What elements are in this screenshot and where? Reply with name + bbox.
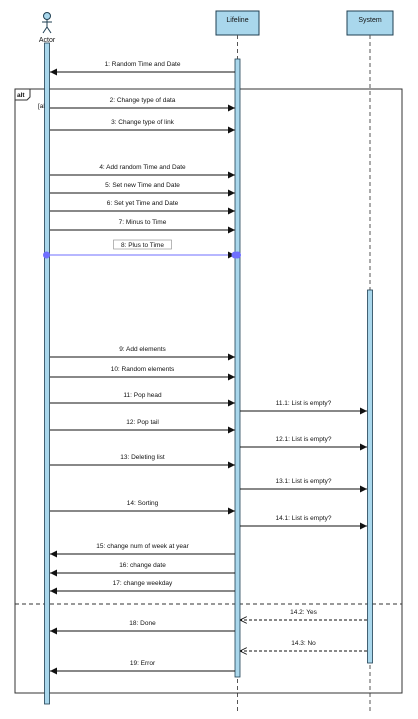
message-label: 7: Minus to Time bbox=[119, 219, 167, 226]
actor-activation-bar[interactable] bbox=[44, 42, 50, 705]
message-19[interactable]: 15: change num of week at year bbox=[50, 543, 235, 558]
participant-header-box bbox=[215, 10, 260, 36]
fragment-frame bbox=[14, 88, 403, 694]
participant-actor[interactable]: Actor bbox=[39, 12, 56, 45]
message-4[interactable]: 4: Add random Time and Date bbox=[50, 164, 235, 179]
message-6[interactable]: 6: Set yet Time and Date bbox=[50, 200, 235, 215]
message-label: 19: Error bbox=[130, 660, 156, 667]
message-label: 8: Plus to Time bbox=[121, 242, 164, 249]
message-16[interactable]: 13.1: List is empty? bbox=[240, 478, 367, 493]
message-18[interactable]: 14.1: List is empty? bbox=[240, 515, 367, 530]
participant-system[interactable]: System bbox=[346, 10, 394, 36]
message-12[interactable]: 11.1: List is empty? bbox=[240, 400, 367, 415]
fragment-label-tab bbox=[14, 88, 31, 101]
message-label: 14.2: Yes bbox=[290, 609, 317, 616]
message-14[interactable]: 12.1: List is empty? bbox=[240, 436, 367, 451]
message-label: 14.3: No bbox=[291, 640, 316, 647]
message-label: 4: Add random Time and Date bbox=[99, 164, 186, 171]
message-20[interactable]: 16: change date bbox=[50, 562, 235, 577]
message-label: 3: Change type of link bbox=[111, 119, 175, 126]
message-label: 12: Pop tail bbox=[126, 419, 159, 426]
selection-handle[interactable] bbox=[234, 251, 241, 259]
message-label: 14: Sorting bbox=[127, 500, 159, 507]
message-label: 5: Set new Time and Date bbox=[105, 182, 180, 189]
message-9[interactable]: 9: Add elements bbox=[50, 346, 235, 361]
message-21[interactable]: 17: change weekday bbox=[50, 580, 235, 595]
message-label: 6: Set yet Time and Date bbox=[107, 200, 179, 207]
message-label: 9: Add elements bbox=[119, 346, 166, 353]
message-label: 13.1: List is empty? bbox=[276, 478, 332, 485]
message-17[interactable]: 14: Sorting bbox=[50, 500, 235, 515]
participant-lifeline[interactable]: Lifeline bbox=[215, 10, 260, 36]
message-11[interactable]: 11: Pop head bbox=[50, 392, 235, 407]
message-23[interactable]: 18: Done bbox=[50, 620, 235, 635]
message-label: 13: Deleting list bbox=[120, 454, 165, 461]
alt-fragment[interactable]: alt [alt] bbox=[14, 88, 403, 694]
message-label: 18: Done bbox=[129, 620, 156, 627]
message-label: 1: Random Time and Date bbox=[105, 61, 181, 68]
actor-icon bbox=[42, 12, 52, 34]
selection-handle[interactable] bbox=[43, 251, 50, 259]
participant-name: Lifeline bbox=[226, 17, 248, 24]
message-8[interactable]: 8: Plus to Time bbox=[43, 239, 241, 259]
message-label: 16: change date bbox=[119, 562, 166, 569]
participant-name: System bbox=[358, 17, 382, 24]
message-label: 10: Random elements bbox=[111, 366, 175, 373]
message-15[interactable]: 13: Deleting list bbox=[50, 454, 235, 469]
system-activation-bar[interactable] bbox=[367, 289, 373, 664]
fragment-label: alt bbox=[17, 92, 25, 99]
selected-label-box bbox=[113, 239, 172, 250]
lifeline-activation-bar[interactable] bbox=[234, 58, 241, 678]
message-2[interactable]: 2: Change type of data bbox=[50, 97, 235, 112]
message-22[interactable]: 14.2: Yes bbox=[240, 609, 367, 620]
messages-layer: 1: Random Time and Date 2: Change type of… bbox=[43, 61, 367, 675]
message-25[interactable]: 19: Error bbox=[50, 660, 235, 675]
message-label: 11.1: List is empty? bbox=[276, 400, 332, 407]
participant-header-box bbox=[346, 10, 394, 36]
message-13[interactable]: 12: Pop tail bbox=[50, 419, 235, 434]
message-label: 11: Pop head bbox=[123, 392, 162, 399]
message-3[interactable]: 3: Change type of link bbox=[50, 119, 235, 134]
fragment-guard: [alt] bbox=[38, 103, 49, 110]
message-1[interactable]: 1: Random Time and Date bbox=[50, 61, 235, 76]
participant-name: Actor bbox=[39, 37, 56, 44]
message-5[interactable]: 5: Set new Time and Date bbox=[50, 182, 235, 197]
message-label: 17: change weekday bbox=[113, 580, 173, 587]
message-label: 15: change num of week at year bbox=[96, 543, 189, 550]
message-10[interactable]: 10: Random elements bbox=[50, 366, 235, 381]
message-label: 12.1: List is empty? bbox=[276, 436, 332, 443]
message-24[interactable]: 14.3: No bbox=[240, 640, 367, 651]
message-7[interactable]: 7: Minus to Time bbox=[50, 219, 235, 234]
message-label: 2: Change type of data bbox=[110, 97, 176, 104]
message-label: 14.1: List is empty? bbox=[276, 515, 332, 522]
